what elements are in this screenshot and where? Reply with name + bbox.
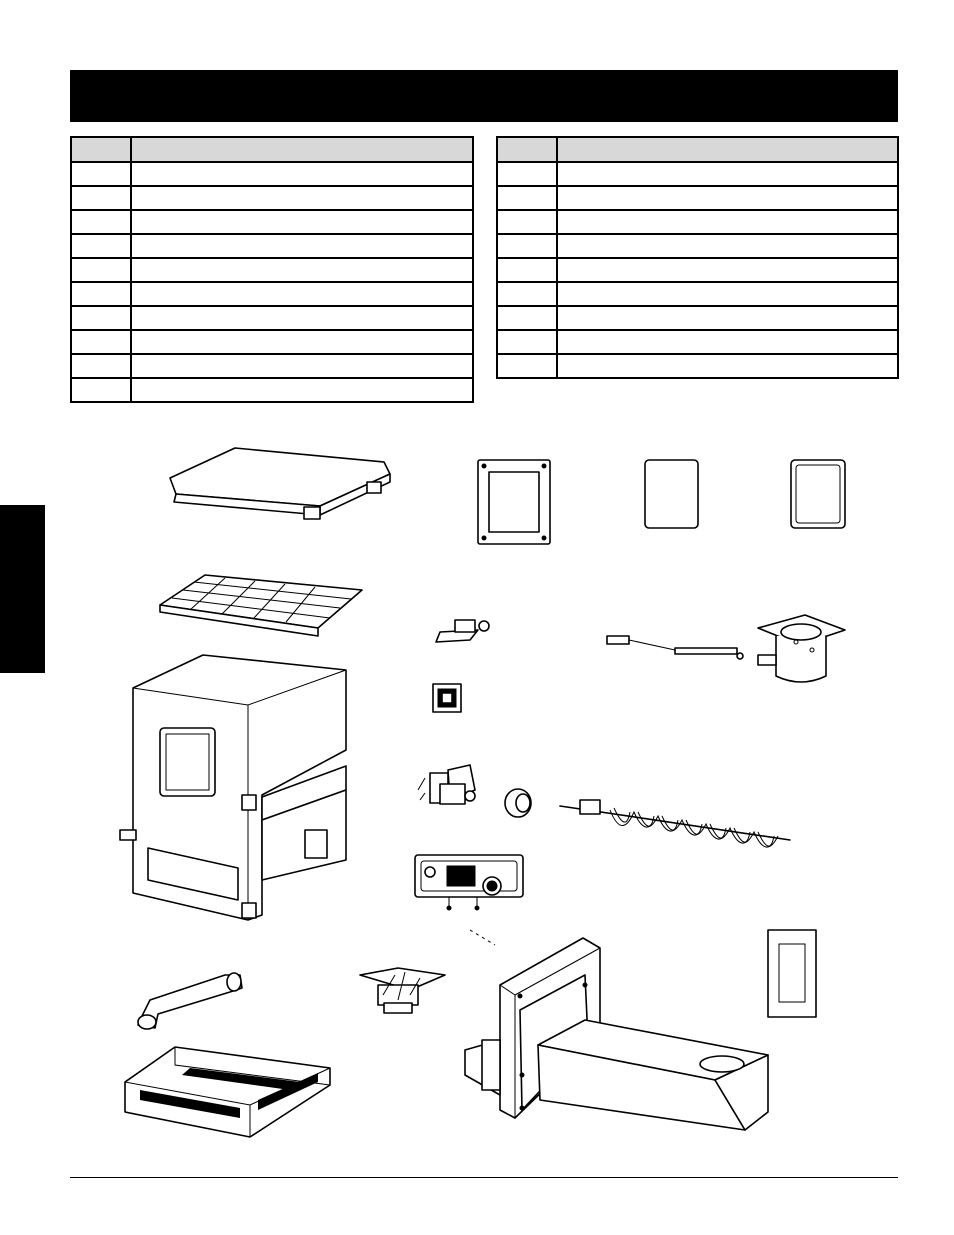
table-row [496,281,899,307]
bushing-illustration [504,788,532,818]
table-row [496,305,899,331]
hopper-plate-illustration [644,459,699,529]
header-cell-number [496,136,558,163]
table-row [496,185,899,211]
table-header-row [70,136,474,163]
table-row [70,233,474,259]
hopper-gasket-illustration [790,459,846,529]
header-cell-number [70,136,132,163]
table-row [70,161,474,187]
grease-tray-basket-illustration [124,1046,331,1138]
table-row [70,377,474,403]
table-row [496,257,899,283]
section-header-bar [70,70,898,122]
power-switch-illustration [432,683,462,713]
auger-feed-tube-assembly-illustration [464,937,769,1131]
hopper-gasket-frame-illustration [477,459,551,545]
table-row [496,161,899,187]
feed-tube-gasket-illustration [767,929,817,1018]
hopper-lid-illustration [169,447,391,520]
igniter-illustration [606,635,744,660]
header-cell-description [130,136,474,163]
auger-bracket-illustration [435,619,490,643]
table-row [70,353,474,379]
table-row [496,233,899,259]
parts-table-right [496,136,899,379]
hopper-box-illustration [119,654,347,921]
table-header-row [496,136,899,163]
table-row [496,329,899,355]
table-row [496,353,899,379]
table-row [70,281,474,307]
table-row [70,257,474,283]
footer-rule [70,1177,898,1178]
parts-table-left [70,136,474,403]
header-cell-description [556,136,899,163]
table-row [70,209,474,235]
burn-pot-illustration [757,614,846,683]
table-row [496,209,899,235]
table-row [70,185,474,211]
table-row [70,329,474,355]
auger-motor-illustration [417,764,476,805]
fan-illustration [359,967,446,1014]
handle-illustration [137,972,243,1030]
auger-illustration [559,799,791,848]
leader-line [469,929,496,946]
table-row [70,305,474,331]
controller-illustration [414,854,524,911]
grate-illustration [159,574,363,637]
section-side-tab [0,505,45,673]
